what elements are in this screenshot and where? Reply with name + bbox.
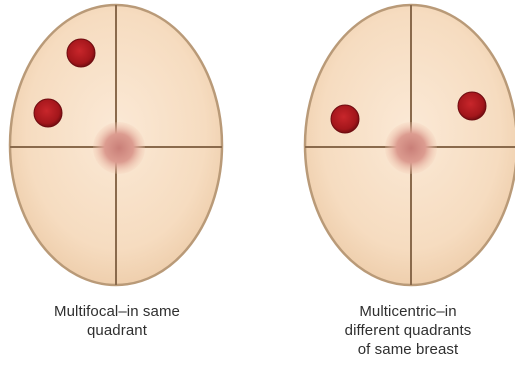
lesion: [67, 39, 95, 67]
caption-line: Multifocal–in same: [12, 302, 222, 321]
lesion: [458, 92, 486, 120]
multifocal-caption: Multifocal–in same quadrant: [12, 302, 222, 340]
lesion: [331, 105, 359, 133]
multifocal-breast: [10, 5, 222, 285]
caption-line: quadrant: [12, 321, 222, 340]
caption-line: different quadrants: [302, 321, 514, 340]
lesion: [34, 99, 62, 127]
nipple-areola: [385, 122, 437, 174]
caption-line: of same breast: [302, 340, 514, 359]
multicentric-breast: [305, 5, 515, 285]
nipple-areola: [93, 122, 145, 174]
caption-line: Multicentric–in: [302, 302, 514, 321]
multicentric-caption: Multicentric–in different quadrants of s…: [302, 302, 514, 359]
